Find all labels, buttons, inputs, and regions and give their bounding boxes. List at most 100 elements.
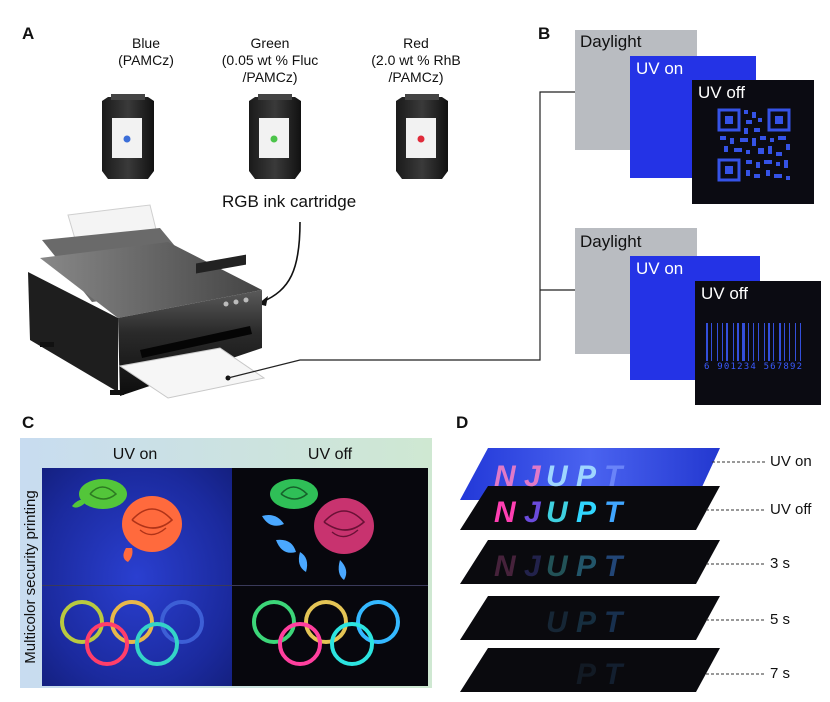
barcode-bar xyxy=(789,323,790,361)
letter: U xyxy=(546,460,569,493)
sheet-7s xyxy=(460,648,720,692)
njupt-uv-on: N J U P T xyxy=(494,460,625,493)
letter: T xyxy=(604,496,625,529)
barcode-bar xyxy=(733,323,734,361)
letter: N xyxy=(494,460,517,493)
letter: N xyxy=(494,550,517,583)
col-header-uv-on: UV on xyxy=(112,446,158,463)
letter: U xyxy=(546,606,569,639)
olympic-rings-uv-off xyxy=(252,600,400,666)
printer-illustration xyxy=(28,204,266,399)
cartridge-detail: (2.0 wt % RhB /PAMCz) xyxy=(371,52,461,85)
cartridge-name: Blue xyxy=(131,35,161,51)
ink-dot-blue xyxy=(123,135,131,143)
barcode-bar xyxy=(717,323,718,361)
barcode-bar xyxy=(795,323,796,361)
barcode-bar xyxy=(768,323,770,361)
rose-leaves-uv-off xyxy=(262,515,347,580)
label-uv-off: UV off xyxy=(770,501,812,518)
label-3s: 3 s xyxy=(770,555,791,572)
barcode-bar xyxy=(722,323,723,361)
njupt-3s: N J U P T xyxy=(494,550,625,583)
barcode-bar xyxy=(764,323,765,361)
barcode-bar xyxy=(784,323,785,361)
barcode-bar xyxy=(737,323,739,361)
cartridge-detail: (PAMCz) xyxy=(118,52,174,68)
letter: J xyxy=(524,550,542,583)
rose-red-uv-on xyxy=(122,496,182,562)
cartridge-detail: (0.05 wt % Fluc /PAMCz) xyxy=(221,52,319,85)
label-7s: 7 s xyxy=(770,665,791,682)
ink-dot-red xyxy=(417,135,425,143)
panel-letter-b: B xyxy=(538,24,551,43)
barcode-bar xyxy=(779,323,781,361)
cartridge-name: Red xyxy=(403,35,429,51)
cartridge-green xyxy=(249,94,301,179)
qr-code-pattern xyxy=(717,108,791,182)
letter: U xyxy=(546,550,569,583)
daylight-label-2: Daylight xyxy=(580,232,642,251)
letter: P xyxy=(576,460,597,493)
rose-green-uv-off xyxy=(270,479,318,509)
uv-on-label-1: UV on xyxy=(636,59,684,78)
njupt-uv-off: N J U P T xyxy=(494,496,625,529)
letter: P xyxy=(576,606,597,639)
daylight-label-1: Daylight xyxy=(580,32,642,51)
arrow-to-printer xyxy=(261,221,301,303)
barcode-bar xyxy=(758,323,759,361)
cartridge-label-red: Red (2.0 wt % RhB /PAMCz) xyxy=(346,35,486,86)
barcode-bar xyxy=(706,323,708,361)
cartridge-red xyxy=(396,94,448,179)
letter: P xyxy=(576,496,597,529)
cartridge-label-blue: Blue (PAMCz) xyxy=(76,35,216,69)
printed-paper xyxy=(118,347,266,399)
panel-letter-d: D xyxy=(456,413,469,432)
sheet-3s xyxy=(460,540,720,584)
rose-green-uv-on xyxy=(72,479,127,509)
cartridge-blue xyxy=(102,94,154,179)
label-uv-on: UV on xyxy=(770,453,812,470)
olympic-rings-uv-on xyxy=(60,600,204,666)
letter: J xyxy=(524,496,542,529)
rose-magenta-uv-off xyxy=(314,498,374,554)
label-5s: 5 s xyxy=(770,611,791,628)
panel-letter-a: A xyxy=(22,24,35,43)
letter: T xyxy=(604,606,625,639)
ink-dot-green xyxy=(270,135,278,143)
sheet-5s xyxy=(460,596,720,640)
letter: T xyxy=(604,460,625,493)
barcode-bar xyxy=(773,323,774,361)
cartridge-label-green: Green (0.05 wt % Fluc /PAMCz) xyxy=(200,35,340,86)
uv-on-label-2: UV on xyxy=(636,259,684,278)
barcode-bar xyxy=(711,323,712,361)
image-divider xyxy=(42,585,428,586)
njupt-7s: P T xyxy=(576,658,625,691)
letter: T xyxy=(604,550,625,583)
letter: N xyxy=(494,496,517,529)
connector-line-top xyxy=(227,91,575,379)
uv-off-label-1: UV off xyxy=(698,83,745,102)
letter: T xyxy=(604,658,625,691)
col-header-uv-off: UV off xyxy=(307,446,353,463)
letter: P xyxy=(576,550,597,583)
barcode-bar xyxy=(742,323,745,361)
letter: U xyxy=(546,496,569,529)
barcode-digits: 6 901234 567892 xyxy=(704,362,804,372)
barcode-bar xyxy=(800,323,801,361)
uv-off-label-2: UV off xyxy=(701,284,748,303)
panel-letter-c: C xyxy=(22,413,35,432)
barcode-pattern xyxy=(706,323,801,361)
barcode-bar xyxy=(748,323,749,361)
barcode-bar xyxy=(726,323,728,361)
cartridge-name: Green xyxy=(250,35,290,51)
barcode-bar xyxy=(753,323,754,361)
letter: P xyxy=(576,658,597,691)
cartridge-caption: RGB ink cartridge xyxy=(222,192,357,211)
njupt-5s: U P T xyxy=(546,606,625,639)
letter: J xyxy=(524,460,542,493)
sheet-uv-off xyxy=(460,486,720,530)
